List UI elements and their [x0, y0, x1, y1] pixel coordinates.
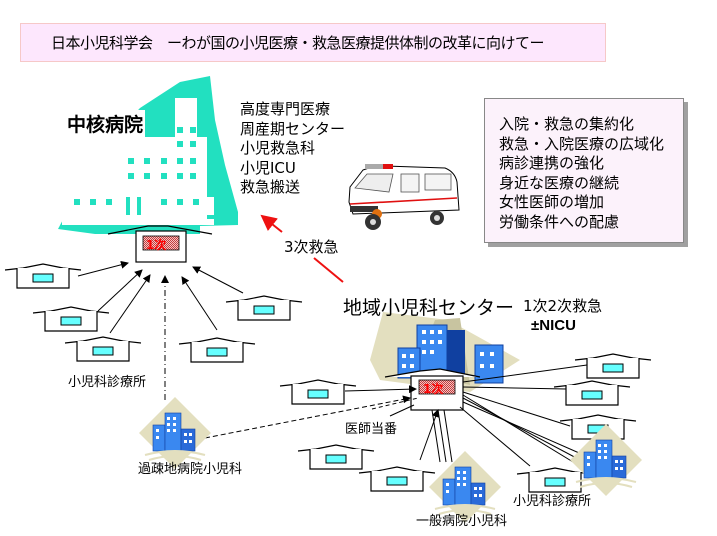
clinic-label: 小児科診療所 — [68, 375, 147, 390]
reform-goal: 入院・救急の集約化 — [499, 115, 635, 133]
doctor-on-duty-label: 医師当番 — [345, 422, 398, 437]
clinic-label: 小児科診療所 — [513, 494, 592, 509]
service-item: 救急搬送 — [240, 178, 301, 196]
reform-goal: 身近な医療の継続 — [499, 173, 620, 192]
service-item: 高度専門医療 — [240, 100, 331, 118]
service-item: 小児救急科 — [240, 139, 316, 157]
reform-goal: 労働条件への配慮 — [499, 212, 620, 231]
service-item: ±NICU — [531, 317, 576, 334]
reform-goal: 女性医師の増加 — [499, 193, 605, 211]
core-primary-care-unit — [107, 225, 213, 263]
core-clinic-network — [4, 260, 303, 400]
ambulance-icon — [348, 164, 460, 230]
service-item: 1次2次救急 — [523, 297, 603, 315]
clinic-icon — [64, 336, 142, 362]
clinic-icon — [32, 306, 110, 332]
regional-center-name: 地域小児科センター — [343, 297, 515, 319]
core-hospital-building — [58, 76, 238, 234]
core-primary-badge: 1次 — [146, 238, 167, 252]
reform-goal: 病診連携の強化 — [499, 154, 605, 172]
title-banner: 日本小児科学会 ーわが国の小児医療・救急医療提供体制の改革に向けてー — [20, 23, 606, 62]
tertiary-arrow — [260, 214, 283, 233]
clinic-icon — [178, 337, 256, 363]
core-hospital-services: 高度専門医療 周産期センター 小児救急科 小児ICU 救急搬送 — [240, 100, 345, 198]
clinic-icon — [297, 444, 375, 470]
service-item: 周産期センター — [240, 119, 346, 138]
clinic-icon — [358, 466, 436, 492]
clinic-icon — [574, 353, 652, 379]
remote-hospital-label: 過疎地病院小児科 — [138, 462, 243, 477]
regional-clinic-network — [204, 353, 652, 493]
reform-goals-box: 入院・救急の集約化 救急・入院医療の広域化 病診連携の強化 身近な医療の継続 女… — [484, 98, 684, 243]
clinic-icon — [279, 379, 357, 405]
regional-center-building — [370, 312, 520, 392]
general-hospital-label: 一般病院小児科 — [416, 514, 508, 529]
reform-goal: 救急・入院医療の広域化 — [499, 134, 665, 153]
clinic-icon — [4, 263, 82, 289]
tertiary-arrow-tail — [313, 257, 344, 283]
service-item: 小児ICU — [240, 158, 296, 177]
tertiary-emergency-label: 3次救急 — [284, 238, 339, 256]
regional-primary-badge: 1次 — [423, 382, 444, 396]
title-text: 日本小児科学会 ーわが国の小児医療・救急医療提供体制の改革に向けてー — [51, 34, 545, 52]
regional-primary-care-unit — [384, 368, 481, 411]
regional-center-services: 1次2次救急 ±NICU — [523, 296, 602, 336]
clinic-icon — [553, 380, 631, 406]
clinic-icon — [225, 295, 303, 321]
core-hospital-name: 中核病院 — [65, 110, 146, 137]
